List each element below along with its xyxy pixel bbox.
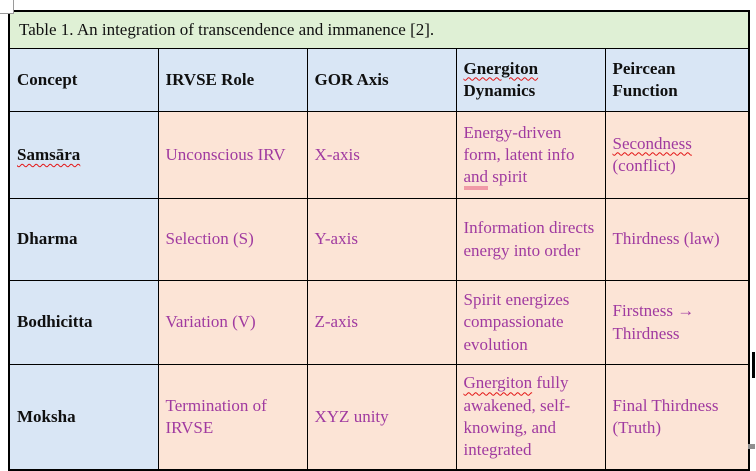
cell-irvse-role[interactable]: Selection (S) <box>157 198 308 281</box>
text-cursor <box>752 352 755 378</box>
table-row-moksha: Moksha Termination of IRVSE XYZ unity Gn… <box>8 364 750 471</box>
misspelled-word: Gnergiton <box>463 373 533 393</box>
cell-text: (conflict) <box>612 156 676 175</box>
cell-concept[interactable]: Samsāra <box>8 111 159 199</box>
cell-peircean[interactable]: Thirdness (law) <box>604 198 750 281</box>
misspelled-word: Samsāra <box>17 144 81 164</box>
cell-peircean[interactable]: Firstness → Thirdness <box>604 280 750 365</box>
cell-gor-axis[interactable]: Z-axis <box>306 280 457 365</box>
header-row: Concept IRVSE Role GOR Axis Gnergiton Dy… <box>8 48 750 112</box>
cell-gor-axis[interactable]: X-axis <box>306 111 457 199</box>
table-row-bodhicitta: Bodhicitta Variation (V) Z-axis Spirit e… <box>8 280 750 365</box>
misspelled-word: Gnergiton <box>463 58 539 78</box>
integration-table: Table 1. An integration of transcendence… <box>8 10 751 471</box>
table-insert-handle[interactable] <box>0 0 14 14</box>
grammar-flagged-word: and <box>463 167 489 187</box>
header-cell-gnergiton-dynamics[interactable]: Gnergiton Dynamics <box>455 48 606 112</box>
table-caption[interactable]: Table 1. An integration of transcendence… <box>8 10 750 49</box>
table-row-samsara: Samsāra Unconscious IRV X-axis Energy-dr… <box>8 111 750 199</box>
cell-dynamics[interactable]: Gnergiton fully awakened, self-knowing, … <box>455 364 606 471</box>
cell-text: spirit <box>488 167 528 187</box>
cell-concept[interactable]: Moksha <box>8 364 159 471</box>
cell-irvse-role[interactable]: Termination of IRVSE <box>157 364 308 471</box>
header-cell-concept[interactable]: Concept <box>8 48 159 112</box>
header-cell-peircean-function[interactable]: Peircean Function <box>604 48 750 112</box>
caption-row: Table 1. An integration of transcendence… <box>8 10 750 49</box>
cell-gor-axis[interactable]: Y-axis <box>306 198 457 281</box>
cell-dynamics[interactable]: Information directs energy into order <box>455 198 606 281</box>
header-text: Dynamics <box>463 81 536 100</box>
cell-irvse-role[interactable]: Variation (V) <box>157 280 308 365</box>
cell-peircean[interactable]: Secondness (conflict) <box>604 111 750 199</box>
cell-concept[interactable]: Dharma <box>8 198 159 281</box>
header-cell-irvse-role[interactable]: IRVSE Role <box>157 48 308 112</box>
header-cell-gor-axis[interactable]: GOR Axis <box>306 48 457 112</box>
misspelled-word: Secondness <box>612 133 692 153</box>
table-row-dharma: Dharma Selection (S) Y-axis Information … <box>8 198 750 281</box>
cell-peircean[interactable]: Final Thirdness (Truth) <box>604 364 750 471</box>
cell-dynamics[interactable]: Spirit energizes compassionate evolution <box>455 280 606 365</box>
cell-dynamics[interactable]: Energy-driven form, latent info and spir… <box>455 111 606 199</box>
cell-gor-axis[interactable]: XYZ unity <box>306 364 457 471</box>
cell-concept[interactable]: Bodhicitta <box>8 280 159 365</box>
table-resize-handle[interactable] <box>748 444 755 449</box>
cell-irvse-role[interactable]: Unconscious IRV <box>157 111 308 199</box>
cell-text: Energy-driven form, latent info <box>463 122 575 164</box>
